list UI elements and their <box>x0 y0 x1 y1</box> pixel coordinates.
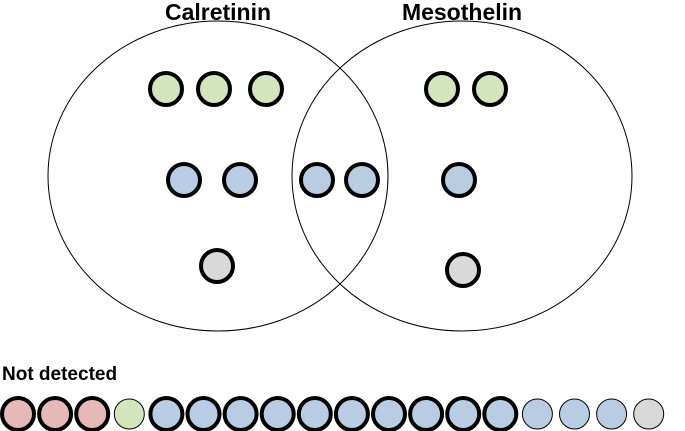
not-detected-dot <box>633 398 665 430</box>
calretinin-only-dot <box>199 248 235 284</box>
not-detected-dot <box>521 398 553 430</box>
mesothelin-only-dot <box>424 71 460 107</box>
calretinin-only-dot <box>248 71 284 107</box>
not-detected-dot <box>482 396 519 431</box>
not-detected-dot <box>559 398 590 430</box>
mesothelin-set-circle <box>291 20 633 332</box>
not-detected-dot <box>185 396 222 431</box>
not-detected-dot <box>37 396 74 431</box>
not-detected-dot <box>74 396 111 431</box>
mesothelin-only-dot <box>472 71 508 107</box>
not-detected-label: Not detected <box>2 364 117 385</box>
mesothelin-title: Mesothelin <box>402 0 522 25</box>
both-dot <box>299 162 335 198</box>
mesothelin-only-dot <box>445 252 481 288</box>
calretinin-only-dot <box>166 162 202 198</box>
calretinin-only-dot <box>222 162 258 198</box>
not-detected-dot <box>333 396 370 431</box>
not-detected-dot <box>371 396 407 431</box>
not-detected-dot <box>445 396 482 431</box>
not-detected-dot <box>113 398 145 430</box>
calretinin-only-dot <box>196 71 232 107</box>
sample-dots-group <box>0 71 665 431</box>
calretinin-title: Calretinin <box>165 0 271 25</box>
not-detected-dot <box>0 396 36 431</box>
not-detected-dot <box>596 398 628 430</box>
not-detected-dot <box>222 396 259 431</box>
mesothelin-only-dot <box>441 162 477 198</box>
not-detected-dot <box>408 396 445 431</box>
not-detected-dot <box>148 396 185 431</box>
not-detected-dot <box>296 396 333 431</box>
calretinin-only-dot <box>148 71 184 107</box>
both-dot <box>344 162 380 198</box>
calretinin-set-circle <box>47 20 389 332</box>
not-detected-dot <box>259 396 296 431</box>
